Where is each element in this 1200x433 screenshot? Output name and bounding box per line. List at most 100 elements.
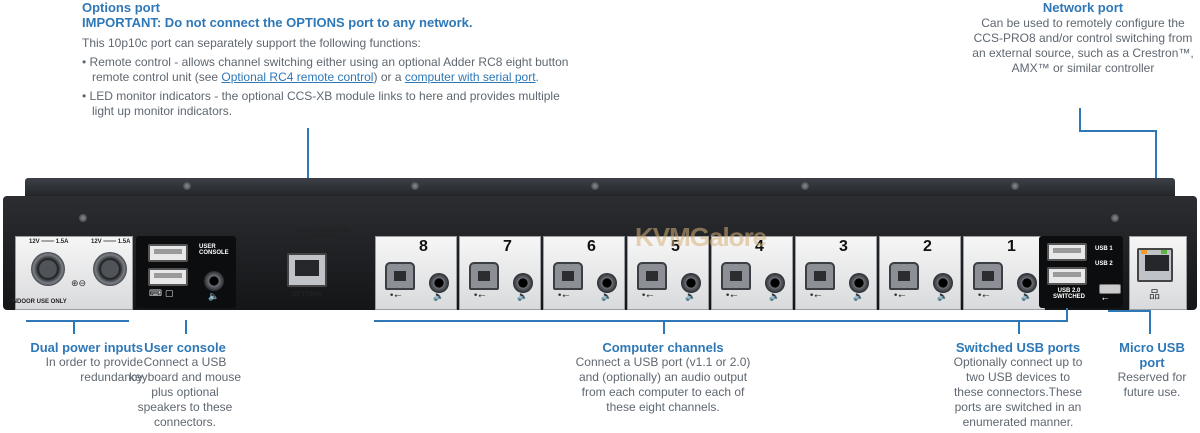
channel-number: 4 bbox=[755, 238, 764, 255]
screw bbox=[1111, 214, 1119, 222]
usb-symbol-icon: •⭠ bbox=[557, 291, 570, 301]
computer-channels-title: Computer channels bbox=[602, 340, 724, 355]
network-port-text: Can be used to remotely configure the CC… bbox=[972, 16, 1194, 75]
power-callout-hline bbox=[26, 320, 129, 322]
usb-symbol-icon: •⭠ bbox=[389, 291, 402, 301]
options-port-warning: IMPORTANT: Do not connect the OPTIONS po… bbox=[82, 15, 473, 30]
channel-audio-jack[interactable] bbox=[1017, 273, 1037, 293]
user-console-title: User console bbox=[144, 340, 226, 355]
micro-usb-text: Reserved for future use. bbox=[1117, 370, 1187, 399]
channel-number: 6 bbox=[587, 238, 596, 255]
options-port[interactable] bbox=[287, 253, 327, 287]
switched-usb-callout-vline-down bbox=[1018, 320, 1020, 334]
network-callout-line-b bbox=[1079, 130, 1156, 132]
channel-audio-jack[interactable] bbox=[429, 273, 449, 293]
options-port-bullet-led: • LED monitor indicators - the optional … bbox=[82, 89, 560, 118]
micro-usb-title: Micro USB port bbox=[1119, 340, 1185, 370]
usb-symbol-icon: •⭠ bbox=[977, 291, 990, 301]
switched-usb-callout-vline-up bbox=[1066, 308, 1068, 322]
channels-callout-hline bbox=[374, 320, 1034, 322]
screw bbox=[1011, 182, 1019, 190]
console-callout-vline bbox=[185, 320, 187, 334]
power-input-2[interactable] bbox=[93, 252, 127, 286]
options-warning-label: DO NOT CONNECT TO NETWORK bbox=[296, 228, 350, 240]
channel-number: 3 bbox=[839, 238, 848, 255]
options-port-callout: Options port IMPORTANT: Do not connect t… bbox=[82, 0, 582, 119]
usb-symbol-icon: •⭠ bbox=[893, 291, 906, 301]
keyboard-mouse-icon: ⌨ ▢ bbox=[149, 289, 174, 299]
options-callout-line bbox=[307, 128, 309, 224]
computer-channels-text: Connect a USB port (v1.1 or 2.0) and (op… bbox=[575, 355, 751, 414]
channel-usb-b-port[interactable] bbox=[469, 262, 499, 290]
micro-usb-port[interactable] bbox=[1099, 284, 1121, 294]
network-callout-line-a bbox=[1079, 108, 1081, 132]
usb-symbol-icon: •⭠ bbox=[809, 291, 822, 301]
switched-usb-port-2[interactable] bbox=[1047, 267, 1087, 285]
user-console-text: Connect a USB keyboard and mouse plus op… bbox=[128, 355, 242, 429]
user-console-label: USER CONSOLE bbox=[199, 244, 229, 256]
channel-usb-b-port[interactable] bbox=[721, 262, 751, 290]
computer-channels-callout: Computer channels Connect a USB port (v1… bbox=[560, 340, 766, 415]
micro-usb-callout-hline bbox=[1108, 310, 1150, 312]
switched-usb-port-1[interactable] bbox=[1047, 243, 1087, 261]
options-port-title: Options port bbox=[82, 0, 160, 15]
channel-number: 1 bbox=[1007, 238, 1016, 255]
channel-usb-b-port[interactable] bbox=[385, 262, 415, 290]
channel-usb-b-port[interactable] bbox=[973, 262, 1003, 290]
dual-power-callout: Dual power inputs In order to provide re… bbox=[0, 340, 143, 385]
console-usb-port-1[interactable] bbox=[148, 244, 188, 262]
screw bbox=[183, 182, 191, 190]
channel-audio-jack[interactable] bbox=[513, 273, 533, 293]
switched-usb-callout-hline bbox=[1018, 320, 1068, 322]
speaker-icon: 🔈 bbox=[208, 292, 220, 302]
switched-usb-title: Switched USB ports bbox=[955, 340, 1081, 355]
rc4-remote-link[interactable]: Optional RC4 remote control bbox=[221, 70, 374, 84]
options-label: OPTIONS bbox=[291, 291, 323, 298]
speaker-icon: 🔈 bbox=[1021, 292, 1033, 302]
channel-usb-b-port[interactable] bbox=[805, 262, 835, 290]
indoor-use-label: INDOOR USE ONLY bbox=[11, 299, 67, 305]
usb1-label: USB 1 bbox=[1095, 246, 1113, 252]
usb2-label: USB 2 bbox=[1095, 261, 1113, 267]
channel-audio-jack[interactable] bbox=[933, 273, 953, 293]
channels-callout-vline bbox=[663, 320, 665, 334]
dual-power-text: In order to provide redundancy bbox=[45, 355, 143, 384]
micro-usb-callout-vline bbox=[1149, 310, 1151, 334]
network-icon: 品 bbox=[1149, 288, 1160, 301]
console-usb-port-2[interactable] bbox=[148, 268, 188, 286]
micro-usb-callout: Micro USB port Reserved for future use. bbox=[1108, 340, 1196, 400]
power-rating-2: 12V ═══ 1.5A bbox=[91, 239, 131, 245]
network-led-left bbox=[1141, 250, 1147, 254]
speaker-icon: 🔈 bbox=[517, 292, 529, 302]
micro-usb-icon: ⭠ bbox=[1102, 294, 1109, 303]
speaker-icon: 🔈 bbox=[937, 292, 949, 302]
network-port-callout: Network port Can be used to remotely con… bbox=[968, 0, 1198, 76]
channel-usb-b-port[interactable] bbox=[637, 262, 667, 290]
channel-number: 7 bbox=[503, 238, 512, 255]
screw bbox=[801, 182, 809, 190]
network-led-right bbox=[1161, 250, 1167, 254]
channel-number: 5 bbox=[671, 238, 680, 255]
channel-number: 2 bbox=[923, 238, 932, 255]
channel-usb-b-port[interactable] bbox=[553, 262, 583, 290]
usb-symbol-icon: •⭠ bbox=[641, 291, 654, 301]
speaker-icon: 🔈 bbox=[433, 292, 445, 302]
console-audio-jack[interactable] bbox=[204, 271, 224, 291]
power-input-1[interactable] bbox=[31, 252, 65, 286]
serial-computer-link[interactable]: computer with serial port bbox=[404, 70, 536, 84]
channel-audio-jack[interactable] bbox=[597, 273, 617, 293]
user-console-callout: User console Connect a USB keyboard and … bbox=[120, 340, 250, 430]
channel-audio-jack[interactable] bbox=[681, 273, 701, 293]
power-rating-1: 12V ═══ 1.5A bbox=[29, 239, 69, 245]
channel-audio-jack[interactable] bbox=[849, 273, 869, 293]
usb-symbol-icon: •⭠ bbox=[473, 291, 486, 301]
speaker-icon: 🔈 bbox=[853, 292, 865, 302]
usb20-label: USB 2.0 SWITCHED bbox=[1053, 288, 1085, 300]
channel-usb-b-port[interactable] bbox=[889, 262, 919, 290]
options-port-intro: This 10p10c port can separately support … bbox=[82, 36, 421, 50]
polarity-icon: ⊕⊖ bbox=[71, 279, 87, 289]
chassis-top bbox=[25, 178, 1175, 200]
network-port-title: Network port bbox=[1042, 0, 1124, 15]
switched-usb-callout: Switched USB ports Optionally connect up… bbox=[948, 340, 1088, 430]
channel-audio-jack[interactable] bbox=[765, 273, 785, 293]
